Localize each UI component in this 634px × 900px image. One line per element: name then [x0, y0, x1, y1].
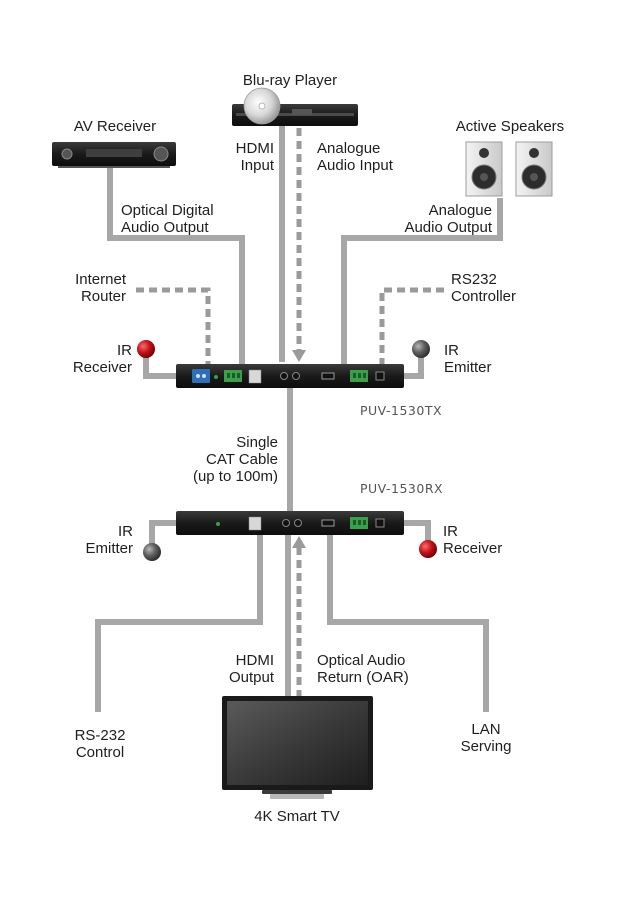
lan-serving-cable: [327, 535, 489, 712]
tv-icon: [222, 696, 373, 799]
tx-model-label: PUV-1530TX: [360, 403, 443, 418]
tx-ir-emitter-label: IR Emitter: [444, 342, 492, 376]
tx-ir-emitter-icon: [412, 340, 430, 358]
tv-label: 4K Smart TV: [254, 808, 340, 825]
rs232-controller-dashed-cable: [379, 287, 444, 366]
tx-audio-jack-2: [292, 372, 300, 380]
left-speaker-tweeter: [479, 148, 489, 158]
analogue-audio-input-arrow: [292, 350, 306, 362]
lan-serving-label: LAN Serving: [460, 721, 512, 755]
analogue-audio-output-label: Analogue Audio Output: [404, 202, 492, 236]
tx-unit: [176, 364, 404, 388]
tx-audio-jack-1: [280, 372, 288, 380]
bluray-player-display: [292, 109, 312, 115]
av-receiver-feet: [58, 166, 170, 168]
tx-ir-port: [192, 369, 210, 383]
av-receiver-display: [86, 149, 142, 157]
analogue-audio-output-cable: [341, 198, 503, 368]
rx-ir-receiver-icon: [419, 540, 437, 558]
internet-router-label: Internet Router: [75, 271, 126, 305]
rx-ir-receiver-label: IR Receiver: [443, 523, 503, 557]
rx-ir-emitter-icon: [143, 543, 161, 561]
tx-usb-port: [321, 372, 335, 380]
tv-screen: [227, 701, 368, 785]
rx-optical-port: [248, 516, 262, 531]
rx-usb-port: [321, 519, 335, 527]
tx-led: [214, 375, 218, 379]
rx-led: [216, 522, 220, 526]
av-receiver-label: AV Receiver: [73, 118, 157, 135]
internet-router-dashed-cable: [136, 287, 211, 366]
left-speaker: [465, 141, 503, 197]
rx-small-port: [375, 518, 385, 528]
rx-audio-jack-1: [282, 519, 290, 527]
optical-audio-return-label: Optical Audio Return (OAR): [317, 652, 409, 686]
tv-stand-base: [270, 794, 324, 799]
rs232-controller-label: RS232 Controller: [451, 271, 517, 305]
av-receiver: [52, 142, 176, 168]
tx-ir-receiver-cable: [143, 350, 178, 379]
optical-digital-audio-cable: [107, 168, 245, 368]
active-speakers: [465, 141, 553, 197]
tx-ir-receiver-icon: [137, 340, 155, 358]
bluray-disc-hole: [258, 102, 266, 110]
active-speakers-label: Active Speakers: [455, 118, 565, 135]
right-speaker-tweeter: [529, 148, 539, 158]
solid-cables: [95, 124, 503, 712]
av-receiver-volume-knob: [153, 146, 169, 162]
bluray-player: [232, 87, 358, 126]
tx-ir-receiver-label: IR Receiver: [72, 342, 132, 376]
optical-audio-return-arrow: [292, 536, 306, 548]
optical-digital-audio-output-label: Optical Digital Audio Output: [121, 202, 214, 236]
bluray-player-label: Blu-ray Player: [242, 72, 338, 89]
av-receiver-left-knob: [61, 148, 73, 160]
dashed-cables: [136, 128, 444, 698]
rx-ir-emitter-cable: [149, 520, 178, 550]
single-cat-cable-label: Single CAT Cable (up to 100m): [192, 434, 278, 485]
rs232-control-label: RS-232 Control: [74, 727, 126, 761]
rx-unit: [176, 511, 404, 535]
analogue-audio-input-label: Analogue Audio Input: [317, 140, 393, 174]
rx-ir-emitter-label: IR Emitter: [85, 523, 133, 557]
hdmi-output-label: HDMI Output: [228, 652, 274, 686]
right-speaker: [515, 141, 553, 197]
hdmi-input-label: HDMI Input: [235, 140, 274, 174]
tx-optical-port: [248, 369, 262, 384]
tx-small-port: [375, 371, 385, 381]
rs232-control-cable: [95, 535, 263, 712]
tv-stand: [262, 790, 332, 794]
rx-audio-jack-2: [294, 519, 302, 527]
rx-model-label: PUV-1530RX: [360, 481, 444, 496]
rx-ir-receiver-cable: [402, 520, 431, 548]
tx-ir-emitter-cable: [402, 350, 424, 379]
tx-unit-body: [176, 364, 404, 388]
